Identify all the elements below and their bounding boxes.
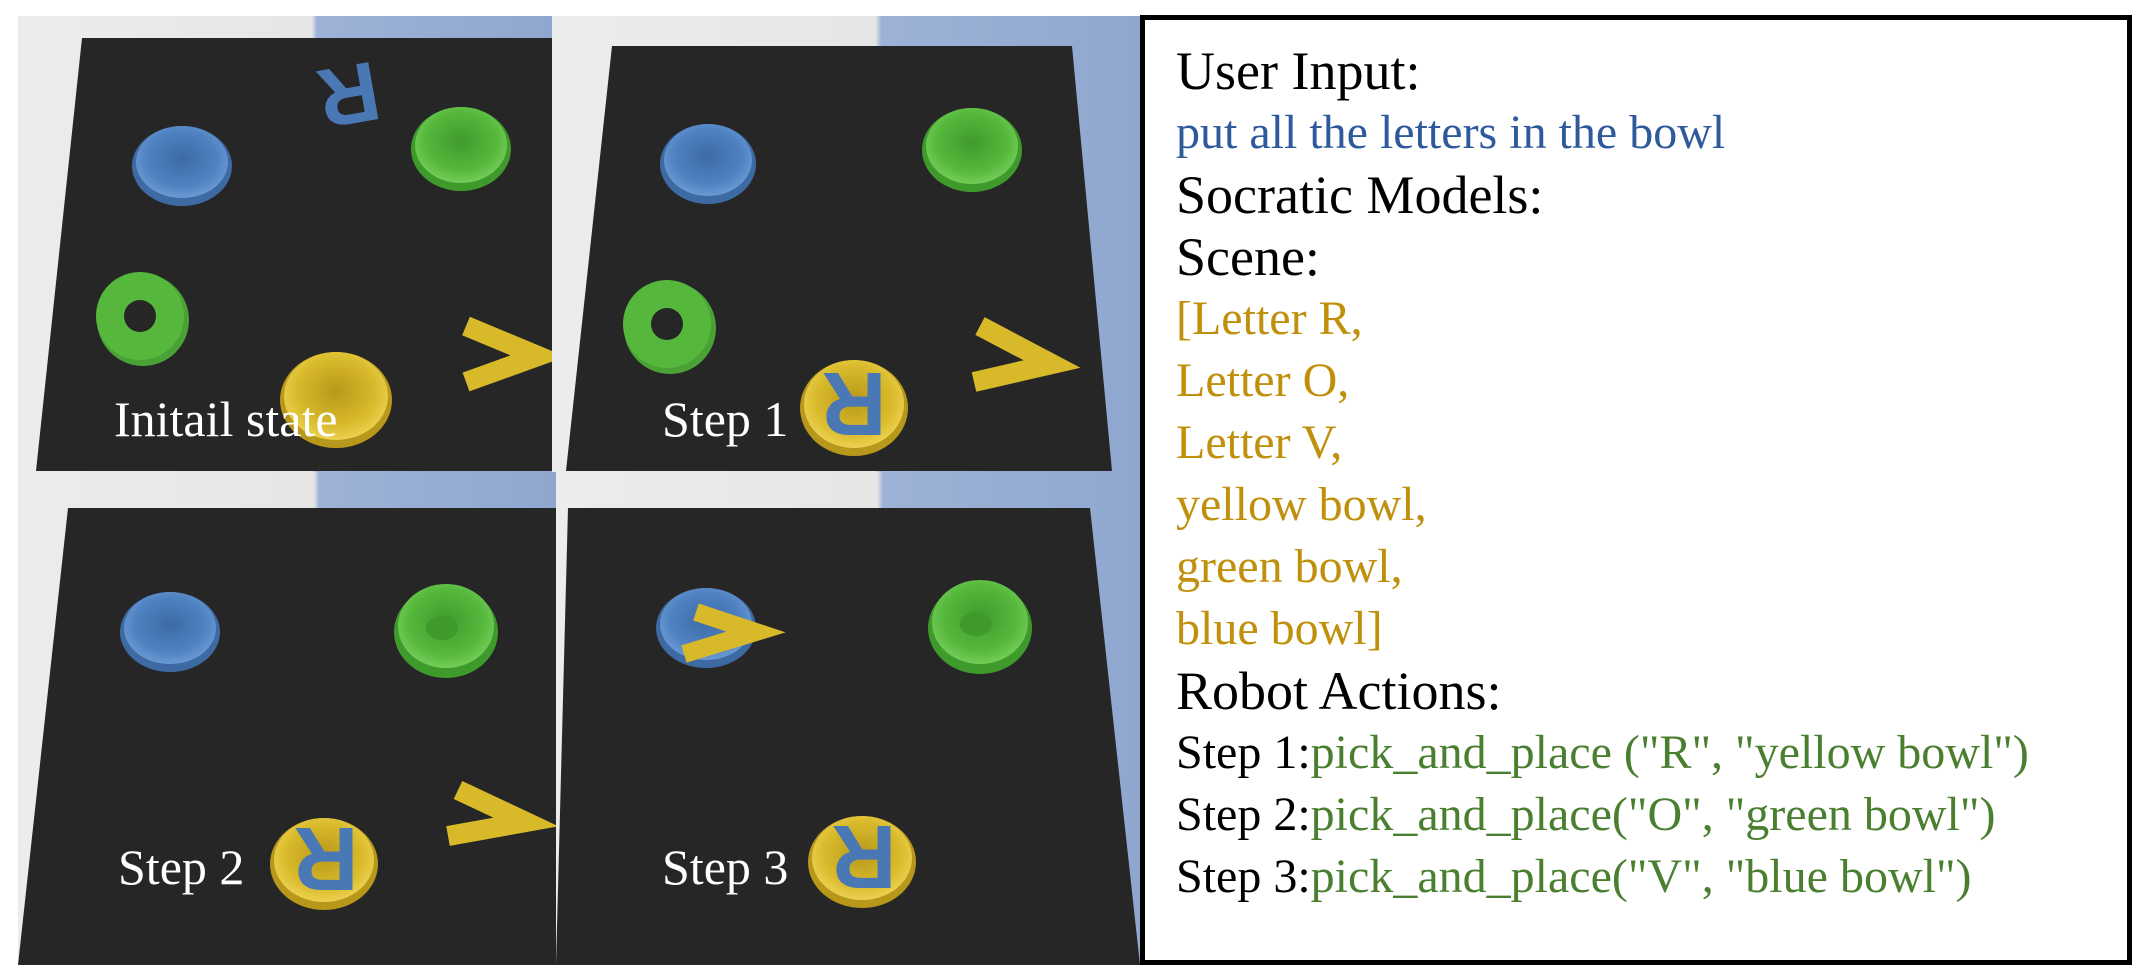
yellow-bowl — [808, 816, 916, 908]
blue-bowl — [120, 592, 220, 672]
step-action: pick_and_place("V", "blue bowl") — [1310, 850, 1972, 903]
blue-bowl — [132, 126, 232, 206]
panel-step-1: R Step 1 — [552, 16, 1140, 513]
letter-v — [462, 316, 552, 392]
yellow-bowl — [800, 360, 908, 456]
panel-caption: Step 3 — [662, 839, 789, 895]
panel-step-2: R Step 2 — [18, 472, 556, 965]
action-step-2: Step 2:pick_and_place("O", "green bowl") — [1176, 784, 2127, 846]
yellow-bowl — [280, 352, 392, 448]
yellow-bowl — [270, 818, 378, 910]
letter-r: R — [294, 808, 359, 908]
socratic-models-label: Socratic Models: — [1176, 165, 1544, 225]
letter-v — [446, 780, 556, 846]
step-prefix: Step 3: — [1176, 850, 1311, 903]
step-action: pick_and_place ("R", "yellow bowl") — [1310, 726, 2029, 779]
robot-actions-label: Robot Actions: — [1176, 661, 1502, 721]
letter-o — [96, 272, 189, 366]
scene-item: blue bowl] — [1176, 602, 1383, 655]
letter-r: R — [832, 806, 897, 906]
scene-item: yellow bowl, — [1176, 478, 1427, 531]
letter-v — [681, 603, 786, 663]
socratic-models-text-panel: User Input: put all the letters in the b… — [1140, 15, 2132, 965]
green-bowl — [394, 584, 498, 678]
scene-label: Scene: — [1176, 227, 1320, 287]
scene-item: green bowl, — [1176, 540, 1403, 593]
panel-caption: Step 2 — [118, 839, 245, 895]
letter-v — [971, 317, 1081, 392]
step-prefix: Step 2: — [1176, 788, 1311, 841]
action-step-1: Step 1:pick_and_place ("R", "yellow bowl… — [1176, 722, 2127, 784]
blue-bowl — [660, 124, 756, 204]
action-step-3: Step 3:pick_and_place("V", "blue bowl") — [1176, 846, 2127, 908]
user-input-label: User Input: — [1176, 41, 1421, 101]
green-bowl — [411, 107, 511, 191]
panel-caption: Step 1 — [662, 391, 789, 447]
green-bowl — [922, 108, 1022, 192]
panel-step-3: R Step 3 — [556, 472, 1140, 965]
panel-initial-state: R Initail state — [18, 16, 552, 513]
scene-item: Letter O, — [1176, 354, 1350, 407]
panel-caption: Initail state — [114, 391, 338, 447]
green-bowl — [928, 580, 1032, 674]
step-prefix: Step 1: — [1176, 726, 1311, 779]
letter-o — [623, 280, 716, 374]
scene-item: Letter V, — [1176, 416, 1343, 469]
step-action: pick_and_place("O", "green bowl") — [1310, 788, 1996, 841]
scene-item: [Letter R, — [1176, 292, 1363, 345]
user-input-text: put all the letters in the bowl — [1176, 106, 1726, 159]
letter-r: R — [822, 353, 887, 453]
